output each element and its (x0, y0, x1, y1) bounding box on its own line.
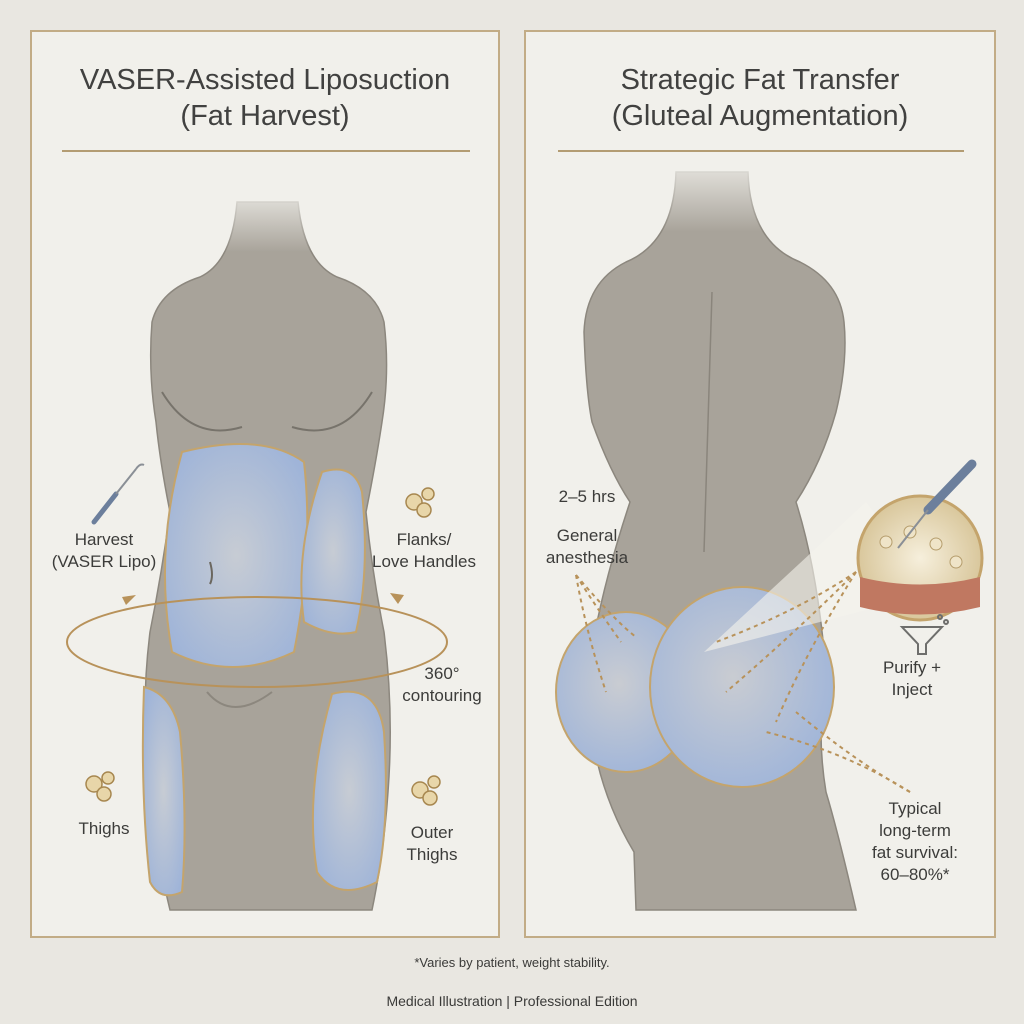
fat-cells-icon-outer-thighs (411, 775, 441, 806)
liposuction-title-line1: VASER-Assisted Liposuction (79, 64, 451, 96)
chest-contour (161, 391, 373, 432)
title-divider (558, 150, 964, 152)
purify-inject-label: Purify + Inject (862, 657, 962, 701)
survival-label-line3: fat survival: (872, 843, 958, 862)
credit-line: Medical Illustration | Professional Edit… (386, 993, 638, 1009)
contouring-label-line1: 360° (424, 664, 460, 683)
spine-line (703, 291, 713, 553)
front-body-figure (66, 182, 448, 911)
footnote: *Varies by patient, weight stability. (414, 955, 610, 970)
cannula-icon (91, 463, 145, 525)
harvest-label-line2: (VASER Lipo) (51, 552, 157, 571)
funnel-icon (899, 614, 949, 655)
outer-thigh-zone (311, 690, 387, 891)
flanks-label: Flanks/ Love Handles (354, 529, 494, 573)
anesthesia-label-line1: General (556, 526, 618, 545)
flanks-label-line2: Love Handles (372, 552, 476, 571)
title-divider (62, 150, 470, 152)
flanks-label-line1: Flanks/ (396, 530, 452, 549)
neck-fade (212, 182, 322, 252)
liposuction-title: VASER-Assisted Liposuction (Fat Harvest) (32, 62, 498, 134)
abdomen-zone (163, 443, 309, 668)
injection-arrows (575, 571, 911, 793)
liposuction-panel: VASER-Assisted Liposuction (Fat Harvest) (30, 30, 500, 938)
survival-label-line2: long-term (879, 821, 951, 840)
fat-survival-label: Typical long-term fat survival: 60–80%* (856, 798, 974, 886)
anesthesia-label-line2: anesthesia (545, 548, 629, 567)
harvest-label: Harvest (VASER Lipo) (36, 529, 172, 573)
inner-thigh-zone (141, 685, 186, 897)
contouring-label: 360° contouring (394, 663, 490, 707)
thighs-label: Thighs (78, 819, 130, 838)
arrowhead-left (122, 595, 136, 605)
outer-thighs-label: Outer Thighs (382, 822, 482, 866)
liposuction-title-line2: (Fat Harvest) (180, 100, 350, 132)
tissue-inset-icon (856, 494, 984, 622)
flank-zone (300, 468, 366, 635)
fat-cells-icon-thighs (85, 771, 115, 802)
survival-label-line1: Typical (888, 799, 942, 818)
outer-thighs-label-line2: Thighs (406, 845, 458, 864)
duration-label: 2–5 hrs (558, 487, 616, 506)
fat-transfer-title-line2: (Gluteal Augmentation) (611, 100, 909, 132)
fat-cells-icon-flanks (405, 487, 435, 518)
syringe-icon (897, 459, 977, 549)
contouring-label-line2: contouring (402, 686, 482, 705)
fat-transfer-title-line1: Strategic Fat Transfer (620, 64, 900, 96)
purify-label-line1: Purify + (882, 658, 942, 677)
neck-fade (646, 152, 776, 232)
right-buttock-zone (649, 586, 835, 788)
contouring-arrow-ring (66, 596, 448, 688)
harvest-label-line1: Harvest (74, 530, 134, 549)
arrowhead-right (390, 593, 404, 604)
outer-thighs-label-line1: Outer (410, 823, 454, 842)
back-body-figure (555, 152, 984, 911)
purify-label-line2: Inject (891, 680, 933, 699)
groin-contour (206, 691, 273, 708)
fat-transfer-panel: Strategic Fat Transfer (Gluteal Augmenta… (524, 30, 996, 938)
anesthesia-label: General anesthesia (532, 525, 642, 569)
fat-transfer-title: Strategic Fat Transfer (Gluteal Augmenta… (526, 62, 994, 134)
survival-label-line4: 60–80%* (880, 865, 950, 884)
navel (209, 561, 213, 585)
